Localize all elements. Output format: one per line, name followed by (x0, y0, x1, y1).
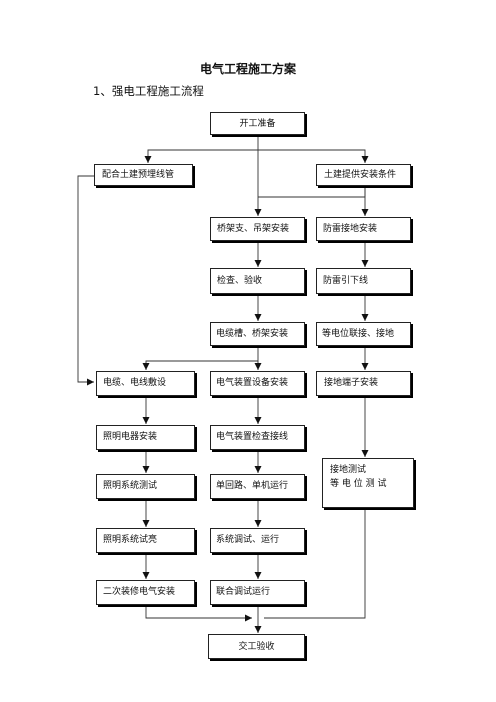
node-lightning-ground: 防雷接地安装 (316, 217, 411, 241)
node-civil-conditions: 土建提供安装条件 (316, 164, 411, 186)
node-equipment-check-label: 电气装置检查接线 (216, 432, 289, 442)
node-single-run: 单回路、单机运行 (210, 474, 305, 499)
node-terminal-install: 接地端子安装 (316, 371, 411, 396)
node-start-label: 开工准备 (239, 119, 276, 129)
node-single-run-label: 单回路、单机运行 (216, 481, 289, 491)
node-lighting-trial: 照明系统试亮 (96, 528, 195, 553)
node-ground-test-line2: 等 电 位 测 试 (330, 479, 387, 489)
node-ground-test-line1: 接地测试 (330, 465, 367, 475)
node-joint-debug-label: 联合调试运行 (216, 587, 271, 597)
node-system-debug-label: 系统调试、运行 (216, 535, 280, 545)
node-start: 开工准备 (210, 112, 305, 135)
node-equipotential: 等电位联接、接地 (316, 322, 411, 346)
node-joint-debug: 联合调试运行 (210, 580, 305, 605)
node-lightning-down: 防雷引下线 (316, 268, 411, 294)
node-lightning-down-label: 防雷引下线 (323, 276, 369, 286)
node-equipment-install: 电气装置设备安装 (210, 371, 305, 396)
node-equipment-install-label: 电气装置设备安装 (216, 378, 289, 388)
node-lighting-test-label: 照明系统测试 (103, 481, 158, 491)
node-cable-tray: 电缆槽、桥架安装 (210, 322, 305, 346)
node-coordinate-conduit-label: 配合土建预埋线管 (102, 170, 175, 180)
node-decoration-label: 二次装修电气安装 (103, 587, 176, 597)
node-terminal-install-label: 接地端子安装 (324, 378, 379, 388)
node-acceptance: 交工验收 (208, 634, 305, 659)
node-inspection-label: 检查、验收 (217, 276, 263, 286)
page-title: 电气工程施工方案 (199, 62, 296, 76)
node-cable-laying: 电缆、电线敷设 (96, 371, 195, 396)
node-civil-conditions-label: 土建提供安装条件 (324, 170, 397, 180)
node-coordinate-conduit: 配合土建预埋线管 (94, 164, 193, 186)
node-cable-laying-label: 电缆、电线敷设 (103, 378, 167, 388)
arrow-cabletray-split (142, 346, 259, 370)
node-lighting-test: 照明系统测试 (96, 474, 195, 499)
node-tray-support-label: 桥架支、吊架安装 (217, 224, 290, 234)
node-cable-tray-label: 电缆槽、桥架安装 (216, 329, 289, 339)
node-lighting-trial-label: 照明系统试亮 (103, 535, 158, 545)
node-inspection: 检查、验收 (210, 268, 305, 294)
arrow-start-to-civil (258, 149, 369, 163)
node-equipotential-label: 等电位联接、接地 (322, 329, 395, 339)
node-equipment-check: 电气装置检查接线 (210, 425, 305, 450)
node-ground-test: 接地测试 等 电 位 测 试 (322, 458, 414, 508)
section-subtitle: 1、强电工程施工流程 (93, 84, 204, 98)
arrow-coordinate-to-cable (77, 175, 94, 386)
node-lighting-install: 照明电器安装 (96, 425, 195, 450)
node-acceptance-label: 交工验收 (238, 642, 275, 652)
arrow-civil-to-tray (258, 186, 366, 198)
node-lightning-ground-label: 防雷接地安装 (323, 224, 378, 234)
node-tray-support: 桥架支、吊架安装 (210, 217, 305, 241)
node-lighting-install-label: 照明电器安装 (103, 432, 158, 442)
node-decoration: 二次装修电气安装 (96, 580, 195, 605)
arrow-start-to-coordinate (144, 149, 258, 163)
node-system-debug: 系统调试、运行 (210, 528, 305, 553)
arrow-groundtest-to-accept (264, 508, 366, 619)
arrow-decoration-to-accept (145, 605, 252, 622)
